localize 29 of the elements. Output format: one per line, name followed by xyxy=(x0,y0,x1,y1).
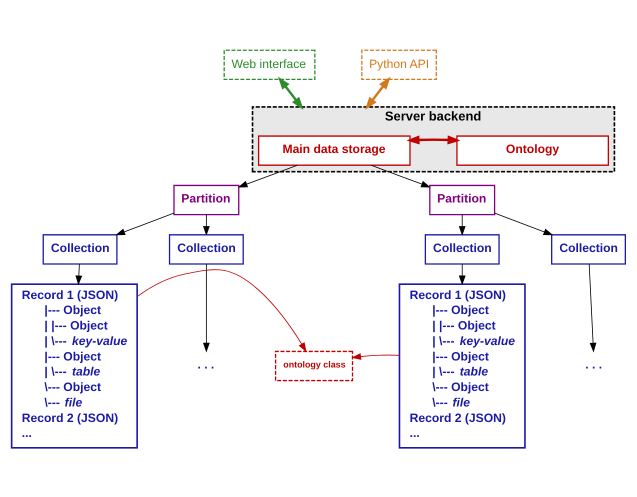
arrow xyxy=(365,76,391,110)
node-box: Web interface xyxy=(224,49,316,80)
arrow xyxy=(458,263,466,285)
arrow xyxy=(115,212,174,235)
arrow xyxy=(238,164,298,187)
node-box: Collection xyxy=(168,234,244,264)
node-text: . . . xyxy=(585,356,602,371)
node-box: Partition xyxy=(173,184,240,215)
arrow xyxy=(351,352,400,360)
node-box: Record 1 (JSON) |--- Object | |--- Object | \--- key-value |--- Object | \--- table \--- Object \--- file Record 2 (JSON) ... xyxy=(398,282,526,448)
node-box: Collection xyxy=(551,234,626,264)
node-box: Partition xyxy=(429,184,496,215)
node-box: Record 1 (JSON) |--- Object | |--- Object | \--- key-value |--- Object | \--- table \--- Object \--- file Record 2 (JSON) ... xyxy=(10,282,138,448)
arrow xyxy=(588,263,596,352)
arrow xyxy=(458,214,466,236)
arrow xyxy=(75,263,82,285)
arrow xyxy=(136,268,307,352)
arrow xyxy=(494,212,554,235)
node-box: Collection xyxy=(42,234,118,264)
node-text: . . . xyxy=(197,356,214,371)
node-box: Main data storage xyxy=(258,134,411,166)
node-box: Python API xyxy=(361,49,437,80)
arrow xyxy=(202,214,210,236)
node-box: Ontology xyxy=(456,134,609,166)
node-box: Collection xyxy=(424,234,500,264)
arrow xyxy=(278,76,304,110)
node-box: ontology class xyxy=(274,350,354,381)
arrow xyxy=(406,134,461,144)
arrow xyxy=(202,263,210,352)
